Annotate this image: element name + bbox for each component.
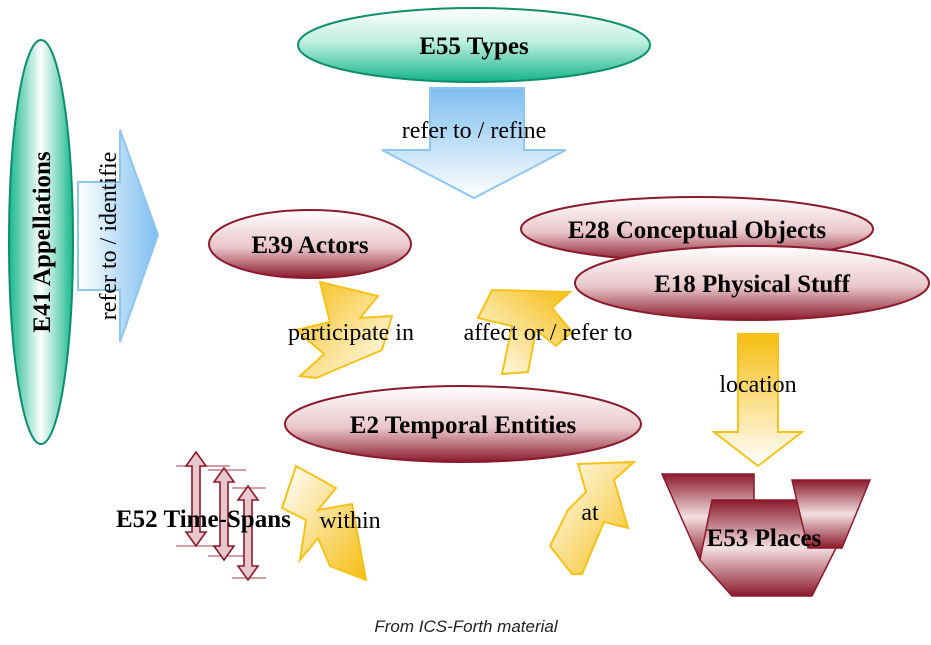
location-arrow [711, 333, 805, 468]
node-temporal-entities [284, 385, 642, 463]
refer-refine-arrow [381, 87, 567, 200]
edge-label-within: within [319, 508, 380, 534]
edge-label-location: location [719, 372, 796, 398]
node-conceptual-objects-label: E28 Conceptual Objects [568, 217, 827, 244]
node-types-label: E55 Types [419, 33, 529, 60]
source-caption: From ICS-Forth material [374, 617, 558, 636]
affect-refer-arrow [476, 288, 574, 376]
refer-identifie-arrow [77, 129, 160, 343]
edge-label-participate: participate in [288, 320, 414, 346]
edge-label-at: at [581, 500, 599, 526]
participate-arrow [293, 280, 394, 380]
node-actors [208, 209, 412, 279]
edge-label-affect-refer: affect or / refer to [464, 320, 633, 346]
node-types [297, 7, 651, 83]
node-places-label: E53 Places [707, 525, 822, 552]
node-actors-label: E39 Actors [251, 232, 369, 259]
node-physical-stuff [574, 245, 930, 321]
edge-label-refer-refine: refer to / refine [402, 118, 547, 144]
node-time-spans-label: E52 Time-Spans [116, 506, 291, 533]
edge-label-refer-identifie: refer to / identifie [96, 152, 122, 321]
node-appellations-label: E41 Appellations [29, 151, 56, 333]
time-spans-icon [176, 450, 266, 582]
places-shape [660, 473, 872, 597]
node-appellations [8, 39, 74, 445]
at-arrow [548, 460, 637, 575]
node-temporal-entities-label: E2 Temporal Entities [350, 412, 577, 439]
within-arrow [280, 464, 368, 582]
node-physical-stuff-label: E18 Physical Stuff [654, 271, 851, 298]
